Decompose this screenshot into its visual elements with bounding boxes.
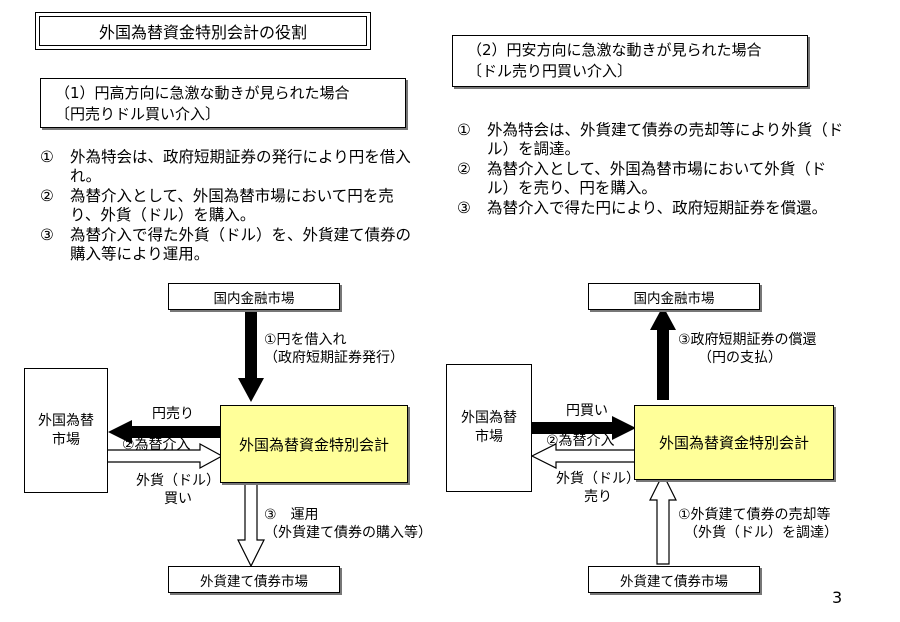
right-steps: ① 外為特会は、外貨建て債券の売却等により外貨（ドル）を調達。 ② 為替介入とし… <box>457 121 847 219</box>
right-raise-label-2: （外貨（ドル）を調達） <box>684 525 838 541</box>
step-text: 外為特会は、外貨建て債券の売却等により外貨（ドル）を調達。 <box>487 121 844 158</box>
step-text: 為替介入で得た外貨（ドル）を、外貨建て債券の購入等により運用。 <box>70 226 412 263</box>
step-number: ③ <box>457 199 471 217</box>
right-bond-market: 外貨建て債券市場 <box>588 566 760 593</box>
step-text: 為替介入で得た円により、政府短期証券を償還。 <box>487 199 828 217</box>
right-step-2: ② 為替介入として、外国為替市場において外貨（ドル）を売り、円を購入。 <box>457 160 847 198</box>
left-fund: 外国為替資金特別会計 <box>220 405 408 483</box>
right-case-title: （2）円安方向に急激な動きが見られた場合 <box>467 41 762 59</box>
right-domestic-market: 国内金融市場 <box>588 283 760 310</box>
left-fx-buy-label: 外貨（ドル） 買い <box>136 472 220 508</box>
step-number: ③ <box>40 226 54 244</box>
step-text: 外為特会は、政府短期証券の発行により円を借入れ。 <box>70 148 411 185</box>
left-fx-buy-label-2: 買い <box>164 491 192 507</box>
step-text: 為替介入として、外国為替市場において円を売り、外貨（ドル）を購入。 <box>70 187 394 224</box>
right-yen-buy-label: 円買い <box>566 403 608 419</box>
left-borrow-arrow <box>238 310 264 402</box>
right-redeem-label: ③政府短期証券の償還 （円の支払） <box>678 331 817 367</box>
right-fx-sell-label: 外貨（ドル） 売り <box>556 470 640 506</box>
left-invest-label: ③ 運用 （外貨建て債券の購入等） <box>264 506 432 542</box>
left-steps: ① 外為特会は、政府短期証券の発行により円を借入れ。 ② 為替介入として、外国為… <box>40 148 420 265</box>
step-number: ① <box>457 121 471 139</box>
left-fx-buy-label-1: 外貨（ドル） <box>136 473 220 489</box>
step-number: ② <box>457 160 471 178</box>
left-step-2: ② 為替介入として、外国為替市場において円を売り、外貨（ドル）を購入。 <box>40 187 420 225</box>
right-case-subtitle: 〔ドル売り円買い介入〕 <box>467 62 633 80</box>
left-yen-sell-arrow <box>108 420 222 444</box>
left-fx-market-line2: 市場 <box>52 431 80 448</box>
right-fx-market-line1: 外国為替 <box>461 410 517 426</box>
right-fx-market-line2: 市場 <box>475 429 503 445</box>
right-yen-buy-arrow <box>532 416 636 440</box>
page-title-box: 外国為替資金特別会計の役割 <box>35 12 371 50</box>
step-number: ① <box>40 148 54 166</box>
left-fx-market-line1: 外国為替 <box>38 412 94 429</box>
right-fx-sell-label-2: 売り <box>584 489 612 505</box>
right-redeem-arrow <box>650 306 676 400</box>
left-bond-market: 外貨建て債券市場 <box>168 566 340 593</box>
left-case-subtitle: 〔円売りドル買い介入〕 <box>55 105 221 123</box>
left-invest-label-1: ③ 運用 <box>264 507 319 523</box>
step-number: ② <box>40 187 54 205</box>
left-borrow-label-2: （政府短期証券発行） <box>264 350 404 366</box>
left-invest-arrow <box>237 483 265 568</box>
right-redeem-label-1: ③政府短期証券の償還 <box>678 332 817 348</box>
right-case-title-box: （2）円安方向に急激な動きが見られた場合 〔ドル売り円買い介入〕 <box>452 35 808 87</box>
left-yen-sell-label: 円売り <box>152 406 194 422</box>
left-invest-label-2: （外貨建て債券の購入等） <box>264 525 432 541</box>
page-title: 外国為替資金特別会計の役割 <box>39 16 367 46</box>
left-fx-buy-arrow <box>105 442 224 470</box>
right-intervention-label: ②為替介入 <box>546 433 615 449</box>
left-intervention-label: ②為替介入 <box>122 437 191 453</box>
right-fx-market: 外国為替 市場 <box>446 364 532 492</box>
left-domestic-market: 国内金融市場 <box>168 283 340 310</box>
right-raise-label-1: ①外貨建て債券の売却等 <box>678 507 831 523</box>
right-fund: 外国為替資金特別会計 <box>634 405 834 480</box>
right-fx-sell-arrow <box>530 443 637 469</box>
right-step-1: ① 外為特会は、外貨建て債券の売却等により外貨（ドル）を調達。 <box>457 121 847 159</box>
right-raise-label: ①外貨建て債券の売却等 （外貨（ドル）を調達） <box>678 506 838 542</box>
left-fx-market: 外国為替 市場 <box>24 368 108 493</box>
left-step-3: ③ 為替介入で得た外貨（ドル）を、外貨建て債券の購入等により運用。 <box>40 226 420 264</box>
left-case-title-box: （1）円高方向に急激な動きが見られた場合 〔円売りドル買い介入〕 <box>40 78 406 128</box>
left-borrow-label: ①円を借入れ （政府短期証券発行） <box>264 331 404 367</box>
step-text: 為替介入として、外国為替市場において外貨（ドル）を売り、円を購入。 <box>487 160 827 197</box>
right-fx-sell-label-1: 外貨（ドル） <box>556 471 640 487</box>
right-step-3: ③ 為替介入で得た円により、政府短期証券を償還。 <box>457 199 847 218</box>
left-step-1: ① 外為特会は、政府短期証券の発行により円を借入れ。 <box>40 148 420 186</box>
left-borrow-label-1: ①円を借入れ <box>264 332 347 348</box>
left-case-title: （1）円高方向に急激な動きが見られた場合 <box>55 84 350 102</box>
right-redeem-label-2: （円の支払） <box>698 350 782 366</box>
right-raise-arrow <box>649 472 677 565</box>
page-number: 3 <box>832 588 843 607</box>
